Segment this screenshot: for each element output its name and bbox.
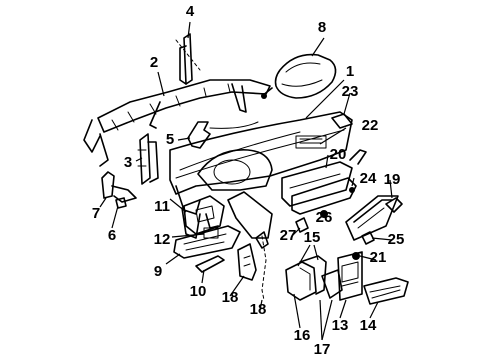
callout-12: 12 (154, 231, 171, 248)
callout-24: 24 (360, 170, 377, 187)
part-radio-unit (363, 277, 409, 305)
callout-16: 16 (294, 327, 311, 344)
part-radio-bezel (337, 251, 363, 301)
part-vent (331, 113, 353, 129)
callout-3: 3 (124, 154, 132, 171)
callout-15: 15 (304, 229, 321, 246)
part-support-bracket (137, 133, 159, 185)
part-lower-trim-panel (173, 225, 241, 259)
part-bumper (361, 231, 375, 245)
callout-18b: 18 (250, 301, 267, 318)
diagram-artwork (83, 33, 409, 305)
callout-13: 13 (332, 317, 349, 334)
callout-6: 6 (108, 227, 116, 244)
callout-26: 26 (316, 209, 333, 226)
callout-17: 17 (314, 341, 331, 358)
callout-22: 22 (362, 117, 379, 134)
callout-23: 23 (342, 83, 359, 100)
part-lower-bracket (101, 171, 137, 203)
callout-8: 8 (318, 19, 326, 36)
leader-lines (99, 21, 393, 341)
callout-11: 11 (154, 198, 170, 215)
part-side-bracket (187, 121, 259, 149)
part-wire-harness (255, 231, 269, 301)
callout-14: 14 (360, 317, 377, 334)
callout-27: 27 (280, 227, 297, 244)
part-glove-box-door (291, 177, 357, 215)
callout-20: 20 (330, 146, 347, 163)
callout-18a: 18 (222, 289, 239, 306)
callout-1: 1 (346, 63, 354, 80)
part-clip (115, 197, 127, 209)
callout-7: 7 (92, 205, 100, 222)
callout-9: 9 (154, 263, 162, 280)
callout-5: 5 (166, 131, 174, 148)
part-side-cover (237, 243, 257, 281)
part-airbag-module (261, 53, 337, 99)
callout-19: 19 (384, 171, 401, 188)
callout-21: 21 (370, 249, 387, 266)
callout-4: 4 (186, 3, 195, 20)
part-trim-strip (195, 255, 225, 273)
callout-10: 10 (190, 283, 207, 300)
part-instrument-panel (169, 111, 353, 239)
callout-2: 2 (150, 54, 158, 71)
part-bracket-upper (175, 33, 201, 85)
part-console-panel (285, 255, 343, 301)
part-glove-box (345, 195, 403, 241)
part-reinforcement-beam (83, 79, 271, 167)
part-glove-box-lid (281, 149, 367, 207)
callout-25: 25 (388, 231, 405, 248)
